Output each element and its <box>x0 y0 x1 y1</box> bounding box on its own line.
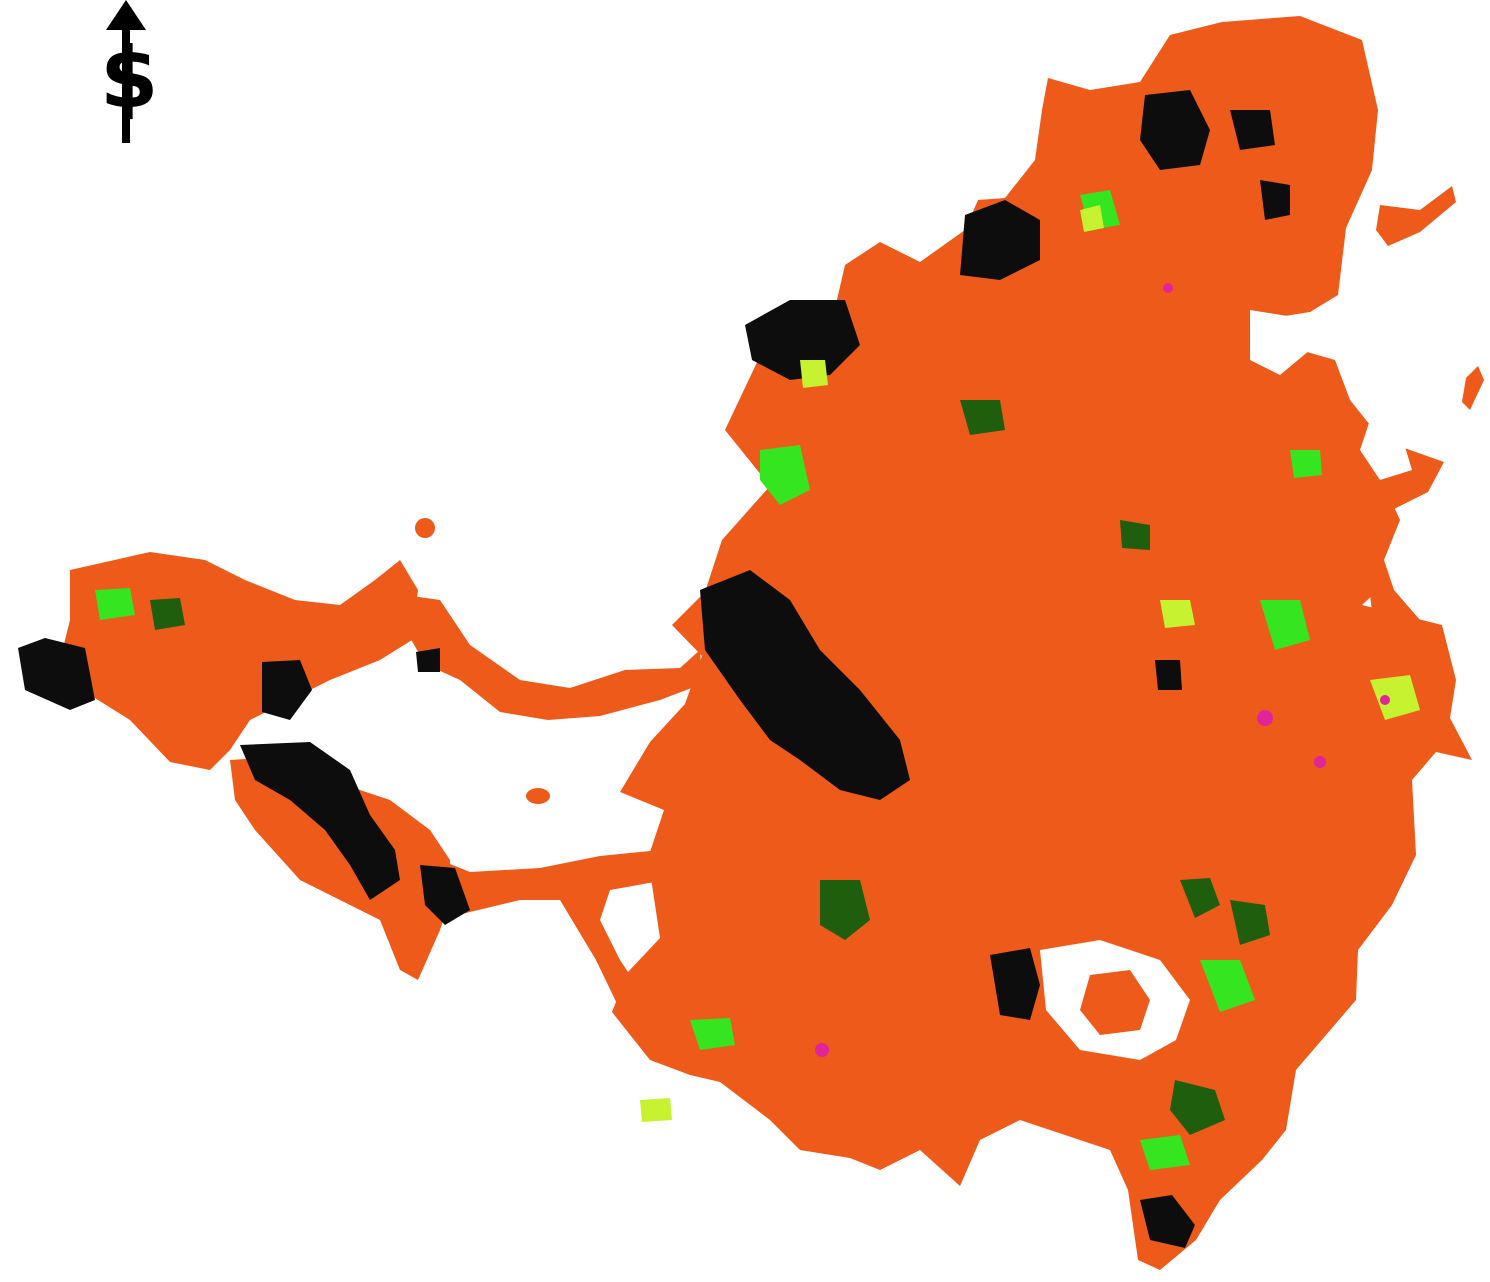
isthmus-north <box>400 596 702 720</box>
islet-north-knob <box>415 518 435 538</box>
isthmus-south <box>440 850 666 1010</box>
cropland-patch <box>1080 205 1104 232</box>
urban-area <box>18 638 95 710</box>
grass-patch <box>1290 450 1322 478</box>
urban-area <box>1230 110 1275 150</box>
grass-patch <box>1260 600 1310 650</box>
urban-area <box>416 648 440 672</box>
islet-lagoon <box>526 788 550 804</box>
urban-area <box>1140 90 1210 170</box>
urban-area <box>1140 1195 1195 1248</box>
cropland-patch <box>800 360 828 388</box>
urban-area <box>1260 180 1290 220</box>
urban-area <box>1155 660 1182 690</box>
north-arrow <box>106 0 146 143</box>
forest-patch <box>1120 520 1150 550</box>
urban-area <box>700 570 910 800</box>
forest-patch <box>1230 900 1270 945</box>
magenta-patch <box>1314 756 1326 768</box>
urban-area <box>990 948 1040 1020</box>
cropland-patch <box>1370 675 1420 720</box>
forest-patch <box>820 880 870 940</box>
urban-area <box>262 660 312 720</box>
forest-patch <box>1170 1080 1225 1135</box>
forest-patch <box>1180 878 1220 918</box>
urban-area <box>960 200 1040 280</box>
urban-area <box>745 300 860 380</box>
grass-patch <box>1140 1135 1190 1170</box>
north-arrow-icon: $ <box>100 29 159 127</box>
southwest-strip <box>230 756 450 980</box>
island-in-pond <box>1080 970 1150 1035</box>
island-landmass-east-tip <box>1362 498 1420 628</box>
grass-patch <box>760 445 810 505</box>
islet-east <box>1462 366 1484 410</box>
cropland-patch <box>640 1098 672 1122</box>
island-landmass-ne-spit <box>1376 186 1456 246</box>
grass-patch <box>95 588 135 620</box>
forest-patch <box>960 400 1005 435</box>
pond-ne <box>1250 310 1310 375</box>
urban-area <box>240 742 400 900</box>
urban-area <box>420 865 470 925</box>
cropland-patch <box>1160 600 1195 628</box>
magenta-patch <box>1380 695 1390 705</box>
western-lobe <box>60 552 418 770</box>
grass-patch <box>690 1018 735 1050</box>
magenta-patch <box>815 1043 829 1057</box>
magenta-patch <box>1163 283 1173 293</box>
pond-se-inlet <box>1360 420 1412 480</box>
grass-patch <box>1200 960 1255 1012</box>
magenta-patch <box>1257 710 1273 726</box>
forest-patch <box>150 598 185 630</box>
